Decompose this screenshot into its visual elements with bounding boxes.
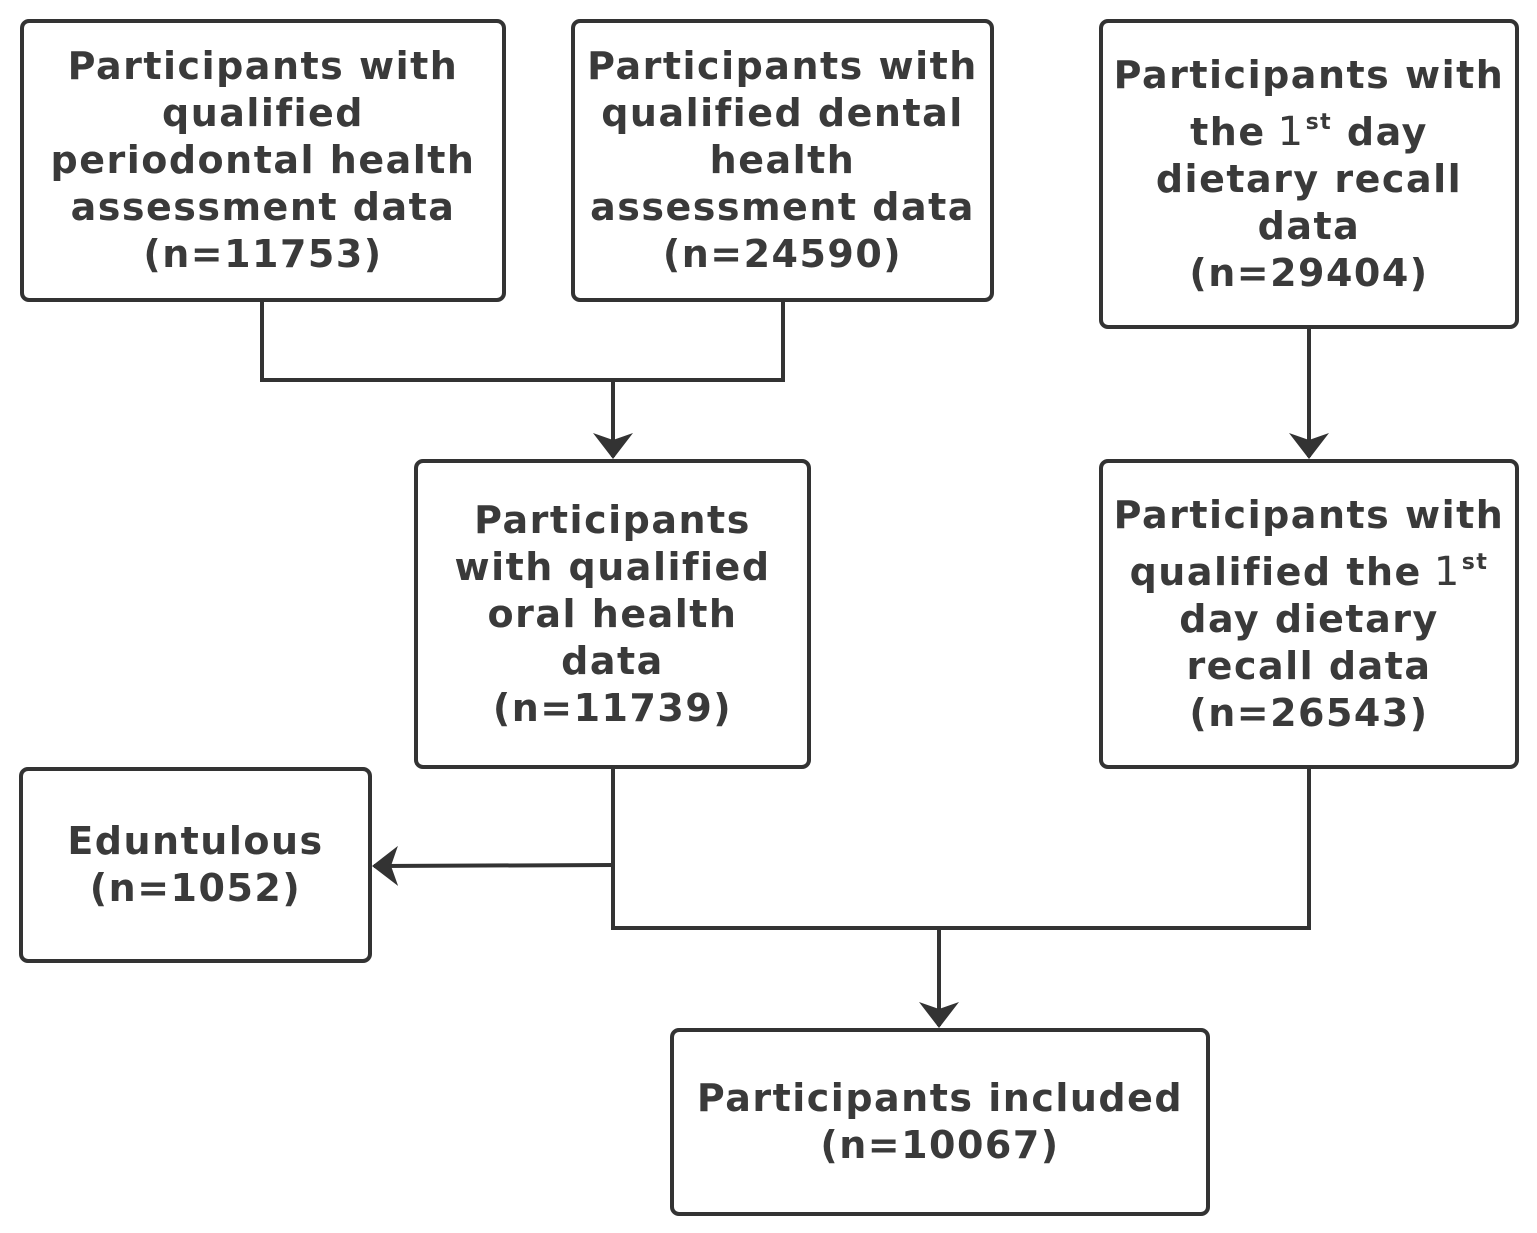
connector-periodontal-dental-merge bbox=[260, 302, 785, 382]
arrow-to-edentulous bbox=[372, 845, 614, 886]
oral-health-box: Participants with qualified oral health … bbox=[414, 459, 811, 769]
box-text-line: Participants with bbox=[587, 44, 978, 88]
box-text-line: data bbox=[1257, 203, 1361, 248]
ordinal-suffix: st bbox=[1305, 109, 1333, 135]
box-text-line: dietary recall bbox=[1155, 156, 1463, 201]
ordinal-number: 1 bbox=[1277, 108, 1305, 155]
box-text-line: qualified dental bbox=[601, 91, 964, 135]
box-text-fragment: day bbox=[1346, 109, 1428, 154]
box-text-line: oral health bbox=[487, 591, 738, 636]
box-text-line: Eduntulous bbox=[67, 819, 324, 863]
participant-count: (n=10067) bbox=[820, 1123, 1060, 1167]
participant-count: (n=26543) bbox=[1189, 690, 1429, 735]
box-text-line: Participants bbox=[474, 497, 751, 542]
box-text-line: assessment data bbox=[70, 185, 456, 229]
box-text-line: Participants with bbox=[67, 44, 459, 88]
ordinal-day: 1st bbox=[1278, 109, 1333, 155]
box-text-line: Participants with bbox=[1113, 492, 1505, 537]
box-text-line: recall data bbox=[1186, 643, 1432, 688]
ordinal-day: 1st bbox=[1434, 549, 1489, 595]
box-text-fragment: the bbox=[1190, 109, 1266, 154]
box-text-fragment: qualified the bbox=[1129, 549, 1422, 594]
dental-assessment-box: Participants with qualified dental healt… bbox=[571, 19, 994, 302]
box-text-line: health bbox=[709, 138, 856, 182]
box-text-line: day dietary bbox=[1179, 596, 1439, 641]
box-text-line: qualified bbox=[162, 91, 364, 135]
participant-count: (n=1052) bbox=[89, 866, 302, 910]
box-text-line: with qualified bbox=[454, 544, 771, 589]
connector-oral-recall-merge bbox=[611, 769, 1311, 930]
participant-count: (n=11753) bbox=[143, 232, 383, 276]
box-text-line: Participants included bbox=[696, 1076, 1184, 1120]
edentulous-box: Eduntulous (n=1052) bbox=[19, 767, 372, 963]
participants-included-box: Participants included (n=10067) bbox=[670, 1028, 1210, 1216]
ordinal-suffix: st bbox=[1461, 549, 1489, 575]
ordinal-number: 1 bbox=[1433, 548, 1461, 595]
box-text-line: periodontal health bbox=[50, 138, 476, 182]
periodontal-assessment-box: Participants with qualified periodontal … bbox=[20, 19, 506, 302]
box-text-line: data bbox=[561, 638, 664, 683]
participant-count: (n=29404) bbox=[1189, 250, 1429, 295]
participant-count: (n=24590) bbox=[662, 232, 903, 276]
box-text-line: assessment data bbox=[590, 185, 975, 229]
box-text-line: Participants with bbox=[1113, 52, 1505, 97]
participant-count: (n=11739) bbox=[492, 685, 733, 730]
